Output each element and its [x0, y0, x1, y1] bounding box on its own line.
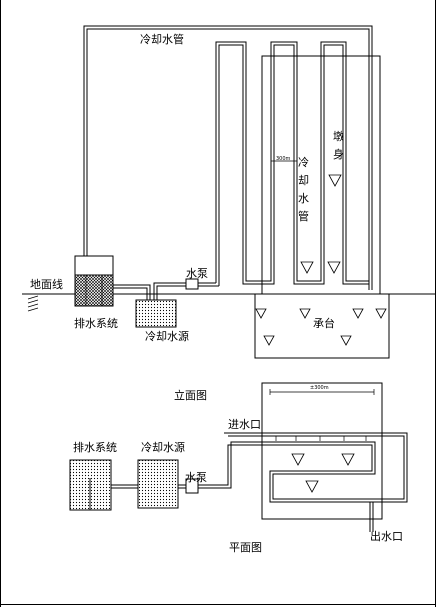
level-marker: [291, 453, 305, 466]
inlet-label: 进水口: [228, 418, 261, 431]
source-to-pump-pipe: [153, 282, 186, 300]
top-cooling-pipe: [83, 25, 373, 290]
plan-view: ±300m 进水口 出水口: [69, 382, 408, 554]
plan-dimension-label: ±300m: [310, 385, 329, 391]
plan-drain-tank: [69, 459, 112, 511]
plan-drain-to-source: [111, 484, 138, 489]
elevation-view: 300m 墩 身 冷 却 水 管 冷却水管 地面线: [22, 25, 436, 402]
plan-serpentine-pipe: [198, 432, 408, 503]
plan-source-tank: [137, 459, 179, 509]
pump-label: 水泵: [186, 267, 208, 280]
plan-drain-label: 排水系统: [73, 440, 117, 454]
level-marker: [327, 261, 341, 274]
cooling-pipe-label: 冷却水管: [140, 32, 184, 46]
plan-pump-label: 水泵: [185, 471, 207, 484]
plan-pile-cap: [261, 382, 383, 520]
drain-to-source-pipe: [113, 284, 151, 300]
elevation-title: 立面图: [174, 388, 207, 402]
level-marker: [305, 480, 319, 493]
ground-label: 地面线: [30, 277, 63, 291]
level-marker: [375, 308, 387, 319]
level-marker: [299, 308, 311, 319]
pier-label: 墩 身: [333, 129, 348, 161]
pier-dimension: 300m: [270, 156, 298, 164]
serpentine-pipe: [215, 41, 369, 286]
ground-hatch: [27, 295, 39, 312]
outlet-label: 出水口: [370, 529, 403, 543]
level-marker: [352, 308, 364, 319]
level-marker: [263, 335, 275, 346]
pipe-ticks: [275, 436, 367, 441]
plan-dimension: ±300m: [269, 385, 375, 395]
plan-source-label: 冷却水源: [141, 440, 185, 454]
pile-cap: [254, 293, 390, 359]
pump-to-pier-pipe: [198, 282, 219, 287]
drain-label: 排水系统: [74, 316, 118, 330]
outlet-pipe: [369, 502, 374, 532]
plan-title: 平面图: [229, 541, 262, 554]
level-marker: [300, 261, 314, 274]
inner-pipe-label: 冷 却 水 管: [298, 156, 313, 223]
plan-pump: [185, 478, 199, 494]
pump: [185, 278, 199, 290]
pier-dimension-label: 300m: [276, 156, 291, 162]
source-label: 冷却水源: [145, 329, 189, 343]
source-tank: [135, 299, 177, 328]
level-marker: [340, 335, 352, 346]
level-marker: [255, 308, 267, 319]
level-marker: [341, 453, 355, 466]
cap-label: 承台: [313, 316, 335, 330]
drain-tank: [74, 255, 114, 307]
level-marker: [328, 174, 342, 187]
